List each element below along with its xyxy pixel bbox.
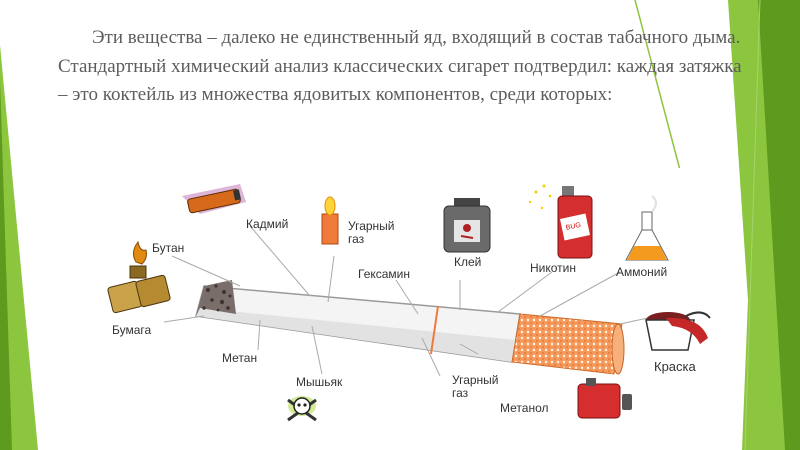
label-paint: Краска (654, 359, 696, 374)
intro-paragraph: Эти вещества – далеко не единственный яд… (58, 24, 748, 110)
cigarette-shading (196, 308, 516, 362)
glue-bottle-icon (443, 198, 491, 253)
intro-line-2: табачного дыма. Стандартный химический а… (58, 27, 741, 77)
intro-line-3: сигарет подтвердил: каждая затяжка – это… (58, 55, 742, 106)
label-butane: Бутан (152, 241, 185, 255)
right-thin-line-2 (744, 0, 761, 450)
leader-lines (163, 225, 649, 377)
svg-text:BUG: BUG (565, 222, 581, 232)
filter-end (611, 323, 625, 375)
lighter-icon (107, 240, 171, 314)
label-glue: Клей (454, 255, 482, 269)
label-co-bottom-2: газ (452, 386, 469, 400)
spray-can-icon: BUG (528, 184, 593, 259)
canister-icon (577, 378, 632, 419)
label-ammonia: Аммоний (616, 265, 668, 279)
label-co-top-2: газ (348, 232, 365, 246)
skull-icon (287, 396, 317, 422)
right-thin-line (634, 0, 681, 171)
left-green-stripe (0, 45, 38, 450)
flask-icon (625, 195, 669, 261)
label-nicotine: Никотин (530, 261, 576, 275)
cigarette-ash (196, 280, 236, 316)
label-methane: Метан (222, 351, 258, 365)
battery-icon (182, 184, 246, 214)
cigarette-illustration: BUG (100, 168, 728, 440)
label-paper: Бумага (112, 323, 152, 337)
left-dark-stripe (0, 80, 12, 450)
label-methanol: Метанол (500, 401, 549, 415)
label-co-bottom-1: Угарный (452, 373, 499, 387)
paint-can-icon (645, 311, 711, 351)
right-dark-panel (758, 0, 800, 450)
ash-texture (202, 284, 232, 312)
label-arsenic: Мышьяк (296, 375, 343, 389)
intro-line-4: ядовитых компонентов, среди которых: (293, 84, 613, 105)
paper-seam (430, 305, 439, 355)
illustration-drawing: BUG (100, 168, 728, 440)
intro-line-1: Эти вещества – далеко не единственный яд… (92, 27, 603, 48)
cigarette (195, 280, 625, 375)
label-cadmium: Кадмий (246, 217, 289, 231)
cigarette-filter (511, 313, 623, 375)
candle-icon (321, 196, 339, 245)
label-hexamine: Гексамин (358, 267, 411, 281)
label-co-top-1: Угарный (348, 219, 395, 233)
